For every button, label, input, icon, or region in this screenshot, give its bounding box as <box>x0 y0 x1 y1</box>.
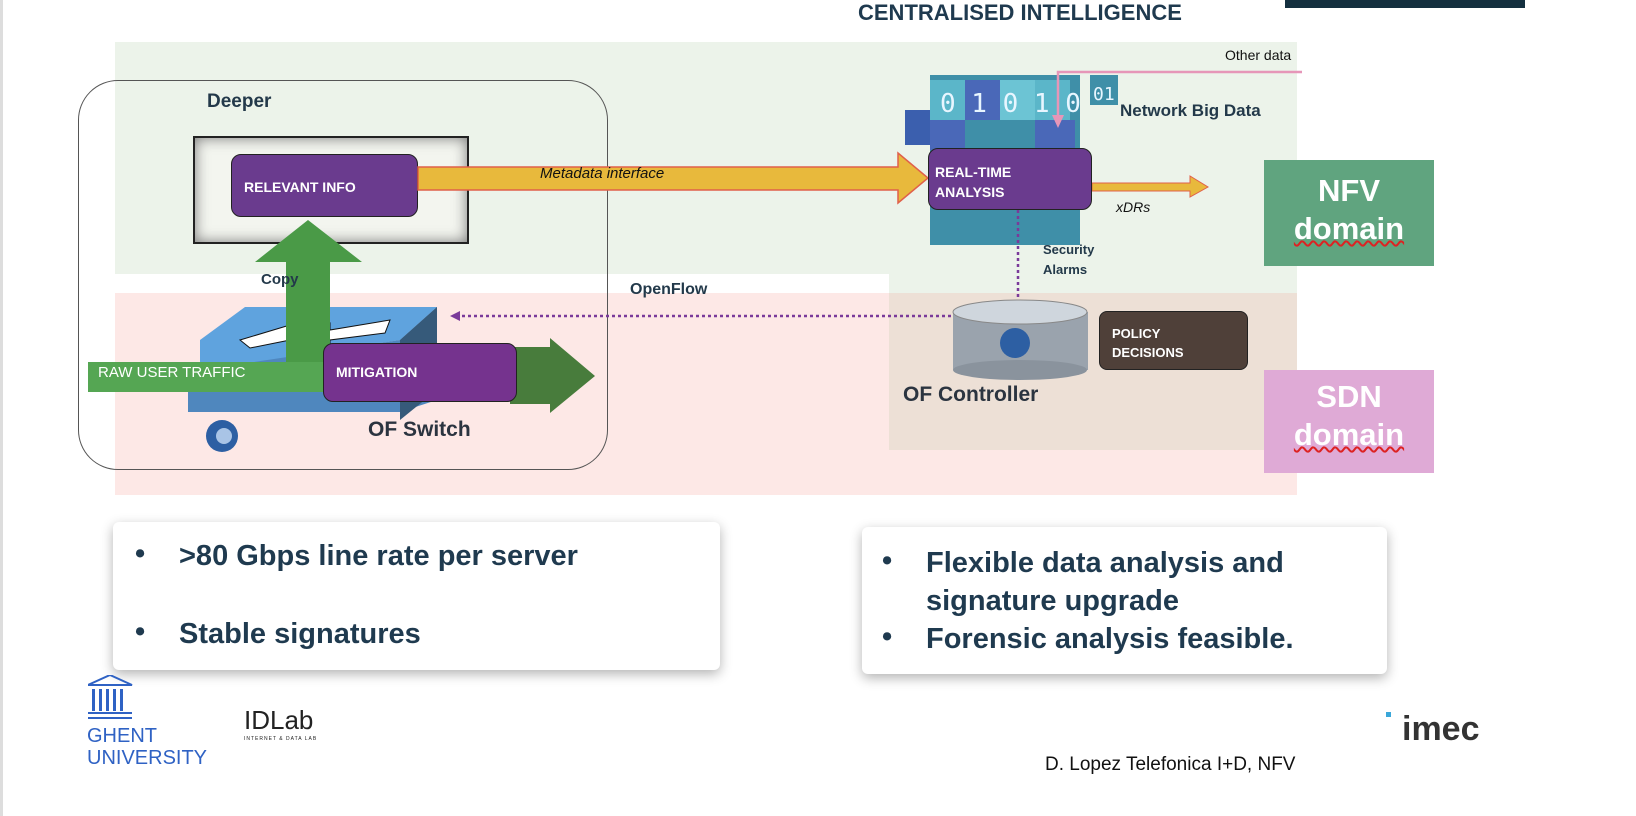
of-controller-cylinder-icon <box>952 299 1088 380</box>
other-data-label: Other data <box>1225 47 1292 63</box>
left-border <box>0 0 3 816</box>
of-switch-label: OF Switch <box>368 418 471 441</box>
rta-line-2: ANALYSIS <box>935 184 1005 200</box>
network-big-data-label: Network Big Data <box>1120 101 1261 120</box>
deeper-outline <box>78 80 608 470</box>
mitigation-box: MITIGATION <box>323 343 517 402</box>
mitigation-out-arrow <box>510 338 595 413</box>
ghent-building-icon <box>88 675 133 719</box>
copy-arrow <box>255 220 362 365</box>
bullet-dot: • <box>135 616 146 648</box>
openflow-label: OpenFlow <box>630 281 708 298</box>
bullet-line-rate: >80 Gbps line rate per server <box>179 540 578 572</box>
metadata-arrow <box>417 151 930 205</box>
openflow-logo-icon <box>206 420 238 452</box>
openflow-arrowhead <box>450 311 460 321</box>
relevant-info-box: RELEVANT INFO <box>231 154 418 217</box>
bullet-flexible-2: signature upgrade <box>926 585 1179 617</box>
other-data-line <box>1056 70 1302 120</box>
raw-traffic-bar <box>88 362 328 392</box>
xdrs-arrow <box>1091 175 1209 198</box>
right-bullet-card: • Flexible data analysis and signature u… <box>862 527 1387 674</box>
bullet-flexible-1: Flexible data analysis and <box>926 547 1284 579</box>
footer-credit: D. Lopez Telefonica I+D, NFV <box>1045 754 1296 775</box>
bullet-stable-signatures: Stable signatures <box>179 618 421 650</box>
svg-text:01: 01 <box>1093 84 1115 105</box>
svg-text:0 1 0 1 0: 0 1 0 1 0 <box>940 89 1081 119</box>
slide-title: CENTRALISED INTELLIGENCE <box>858 0 1182 25</box>
deeper-label: Deeper <box>207 91 272 112</box>
real-time-analysis-box: REAL-TIME ANALYSIS <box>928 148 1092 210</box>
bullet-dot: • <box>882 545 893 577</box>
imec-logo: imec <box>1402 710 1480 748</box>
bullet-dot: • <box>882 621 893 653</box>
copy-label: Copy <box>261 271 299 288</box>
imec-dot <box>1386 712 1391 717</box>
metadata-interface-label: Metadata interface <box>540 165 665 182</box>
other-data-arrowhead <box>1052 115 1064 128</box>
xdrs-label: xDRs <box>1116 199 1151 215</box>
rta-line-1: REAL-TIME <box>935 164 1012 180</box>
left-bullet-card: • >80 Gbps line rate per server • Stable… <box>113 522 720 670</box>
top-bar <box>1285 0 1525 8</box>
nfv-region-ext <box>889 270 1297 294</box>
of-controller-label: OF Controller <box>903 383 1039 406</box>
bullet-forensic: Forensic analysis feasible. <box>926 623 1294 655</box>
bullet-dot: • <box>135 538 146 570</box>
raw-traffic-label: RAW USER TRAFFIC <box>98 364 246 381</box>
